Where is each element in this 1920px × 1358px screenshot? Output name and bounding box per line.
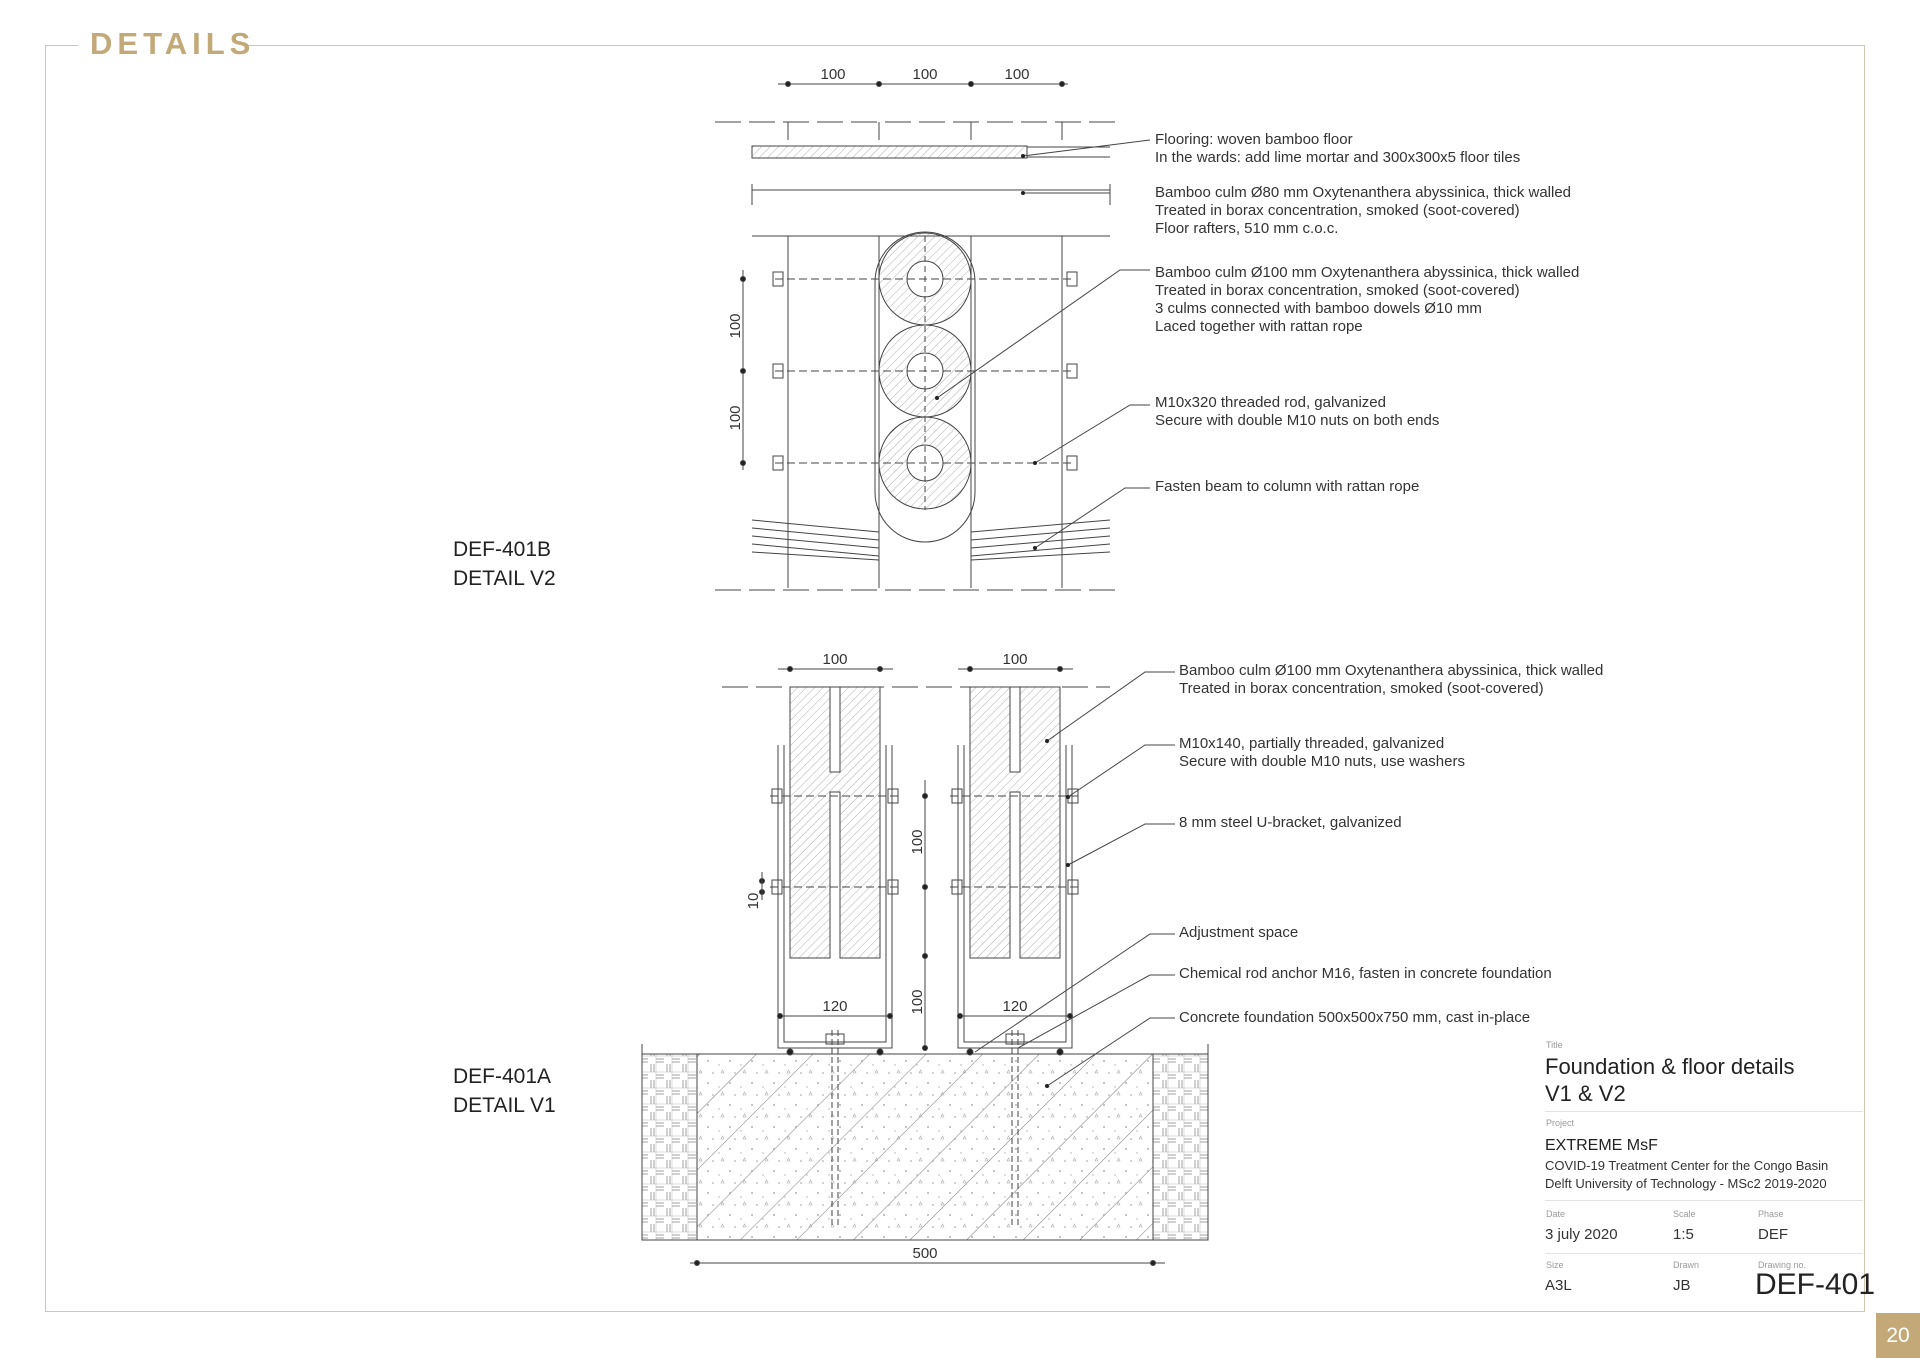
v1-note-culm: Bamboo culm Ø100 mm Oxytenanthera abyssi… <box>1179 662 1604 697</box>
v1-note-foundation: Concrete foundation 500x500x750 mm, cast… <box>1179 1009 1531 1026</box>
tb-size-caption: Size <box>1546 1260 1564 1270</box>
v1-note-anchor: Chemical rod anchor M16, fasten in concr… <box>1179 965 1552 982</box>
detail-v1-dimensions: 100 100 120 120 100 100 10 500 <box>745 651 1028 1262</box>
section-title: DETAILS <box>90 26 256 61</box>
detail-v2-name: DETAIL V2 <box>453 567 556 590</box>
dim-v2-top-1: 100 <box>820 66 845 83</box>
tb-drawn-caption: Drawn <box>1673 1260 1700 1270</box>
tb-drawingno-caption: Drawing no. <box>1758 1260 1807 1270</box>
dim-v1-side-2: 100 <box>909 989 926 1014</box>
dim-v1-small: 10 <box>745 893 762 910</box>
tb-phase: DEF <box>1758 1226 1788 1243</box>
tb-phase-caption: Phase <box>1758 1209 1784 1219</box>
tb-project-caption: Project <box>1546 1118 1575 1128</box>
v2-note-flooring: Flooring: woven bamboo floor In the ward… <box>1155 131 1521 166</box>
tb-scale-caption: Scale <box>1673 1209 1696 1219</box>
v1-note-bolt: M10x140, partially threaded, galvanized … <box>1179 735 1465 770</box>
detail-v2-dimensions: 100 100 100 100 100 <box>727 66 1030 431</box>
v2-note-rattan: Fasten beam to column with rattan rope <box>1155 478 1420 495</box>
detail-v1-label: DEF-401A DETAIL V1 <box>453 1062 556 1120</box>
page-number-badge: 20 <box>1876 1313 1920 1358</box>
tb-size: A3L <box>1545 1277 1572 1294</box>
dim-v1-top-1: 100 <box>822 651 847 668</box>
detail-v2-drawing <box>715 81 1151 591</box>
tb-project-lines: COVID-19 Treatment Center for the Congo … <box>1545 1158 1829 1191</box>
dim-v2-side-1: 100 <box>727 313 744 338</box>
v2-note-culms: Bamboo culm Ø100 mm Oxytenanthera abyssi… <box>1155 264 1580 335</box>
v1-note-bracket: 8 mm steel U-bracket, galvanized <box>1179 814 1402 831</box>
tb-project-name: EXTREME MsF <box>1545 1137 1658 1154</box>
tb-drawn: JB <box>1673 1277 1691 1294</box>
tb-divider <box>1545 1111 1863 1112</box>
detail-v1-code: DEF-401A <box>453 1065 552 1088</box>
v2-note-threaded-rod: M10x320 threaded rod, galvanized Secure … <box>1155 394 1440 429</box>
dim-v1-bottom: 500 <box>912 1245 937 1262</box>
tb-scale: 1:5 <box>1673 1226 1694 1243</box>
v1-note-adjustment: Adjustment space <box>1179 924 1299 941</box>
detail-v1-name: DETAIL V1 <box>453 1094 556 1117</box>
dim-v1-top-2: 100 <box>1002 651 1027 668</box>
v2-note-rafters: Bamboo culm Ø80 mm Oxytenanthera abyssin… <box>1155 184 1572 237</box>
detail-v2-code: DEF-401B <box>453 538 552 561</box>
tb-divider <box>1545 1253 1863 1254</box>
tb-date: 3 july 2020 <box>1545 1226 1618 1243</box>
dim-v2-top-2: 100 <box>912 66 937 83</box>
tb-title-caption: Title <box>1546 1040 1563 1050</box>
tb-date-caption: Date <box>1546 1209 1566 1219</box>
tb-divider <box>1545 1200 1863 1201</box>
dim-v2-top-3: 100 <box>1004 66 1029 83</box>
dim-v1-inner-2: 120 <box>1002 998 1027 1015</box>
dim-v1-side-1: 100 <box>909 829 926 854</box>
detail-v1-drawing <box>641 666 1209 1266</box>
tb-title: Foundation & floor details V1 & V2 <box>1545 1054 1795 1106</box>
dim-v2-side-2: 100 <box>727 405 744 430</box>
sheet-frame <box>45 45 1865 1312</box>
frame-title-gap <box>78 30 248 60</box>
tb-drawing-number: DEF-401 <box>1755 1268 1876 1301</box>
dim-v1-inner-1: 120 <box>822 998 847 1015</box>
detail-v2-label: DEF-401B DETAIL V2 <box>453 535 556 593</box>
